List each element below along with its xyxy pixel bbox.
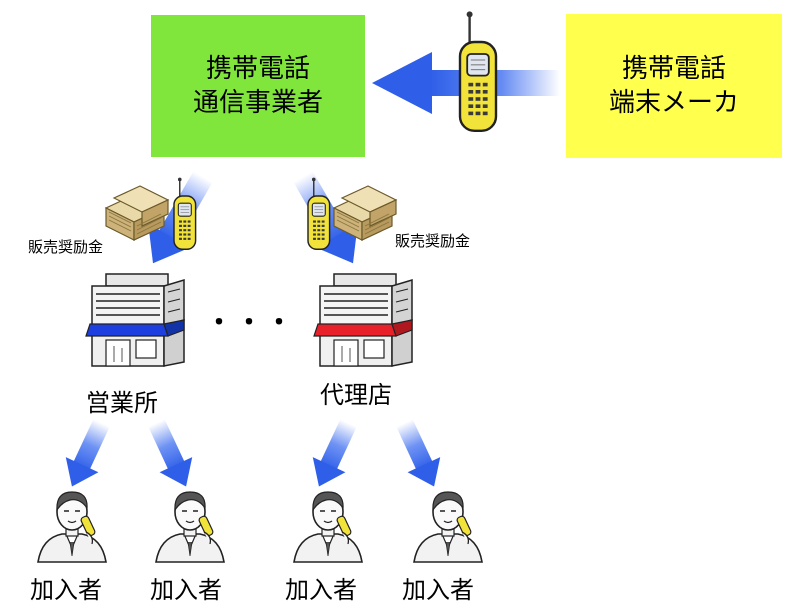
subscriber-label-1: 加入者	[30, 576, 102, 604]
incentive-label-left: 販売奨励金	[28, 238, 104, 256]
flow-arrow-sub3	[312, 419, 357, 487]
person-on-phone-icon	[293, 491, 363, 563]
person-on-phone-icon	[37, 491, 107, 563]
storefront-icon	[313, 273, 413, 367]
mobile-phone-icon	[458, 10, 498, 133]
carrier-line2: 通信事業者	[192, 88, 323, 118]
person-on-phone-icon	[413, 491, 483, 563]
flow-arrow-sub4	[396, 419, 441, 487]
maker-box: 携帯電話 端末メーカ	[566, 14, 782, 158]
storefront-icon	[85, 273, 185, 367]
carrier-line1: 携帯電話	[205, 54, 310, 84]
shop-label-sales: 営業所	[86, 389, 158, 417]
shop-label-agency: 代理店	[320, 381, 392, 409]
carrier-box: 携帯電話 通信事業者	[151, 15, 365, 157]
subscriber-label-3: 加入者	[285, 576, 357, 604]
incentive-label-right: 販売奨励金	[395, 232, 471, 250]
ellipsis-dots: ・・・	[206, 308, 297, 338]
person-on-phone-icon	[155, 491, 225, 563]
maker-line1: 携帯電話	[621, 54, 726, 84]
maker-line2: 端末メーカ	[608, 88, 739, 118]
flow-arrow-sub1	[65, 419, 110, 487]
subscriber-label-2: 加入者	[150, 576, 222, 604]
flow-arrow-sub2	[148, 419, 193, 487]
subscriber-label-4: 加入者	[402, 576, 474, 604]
